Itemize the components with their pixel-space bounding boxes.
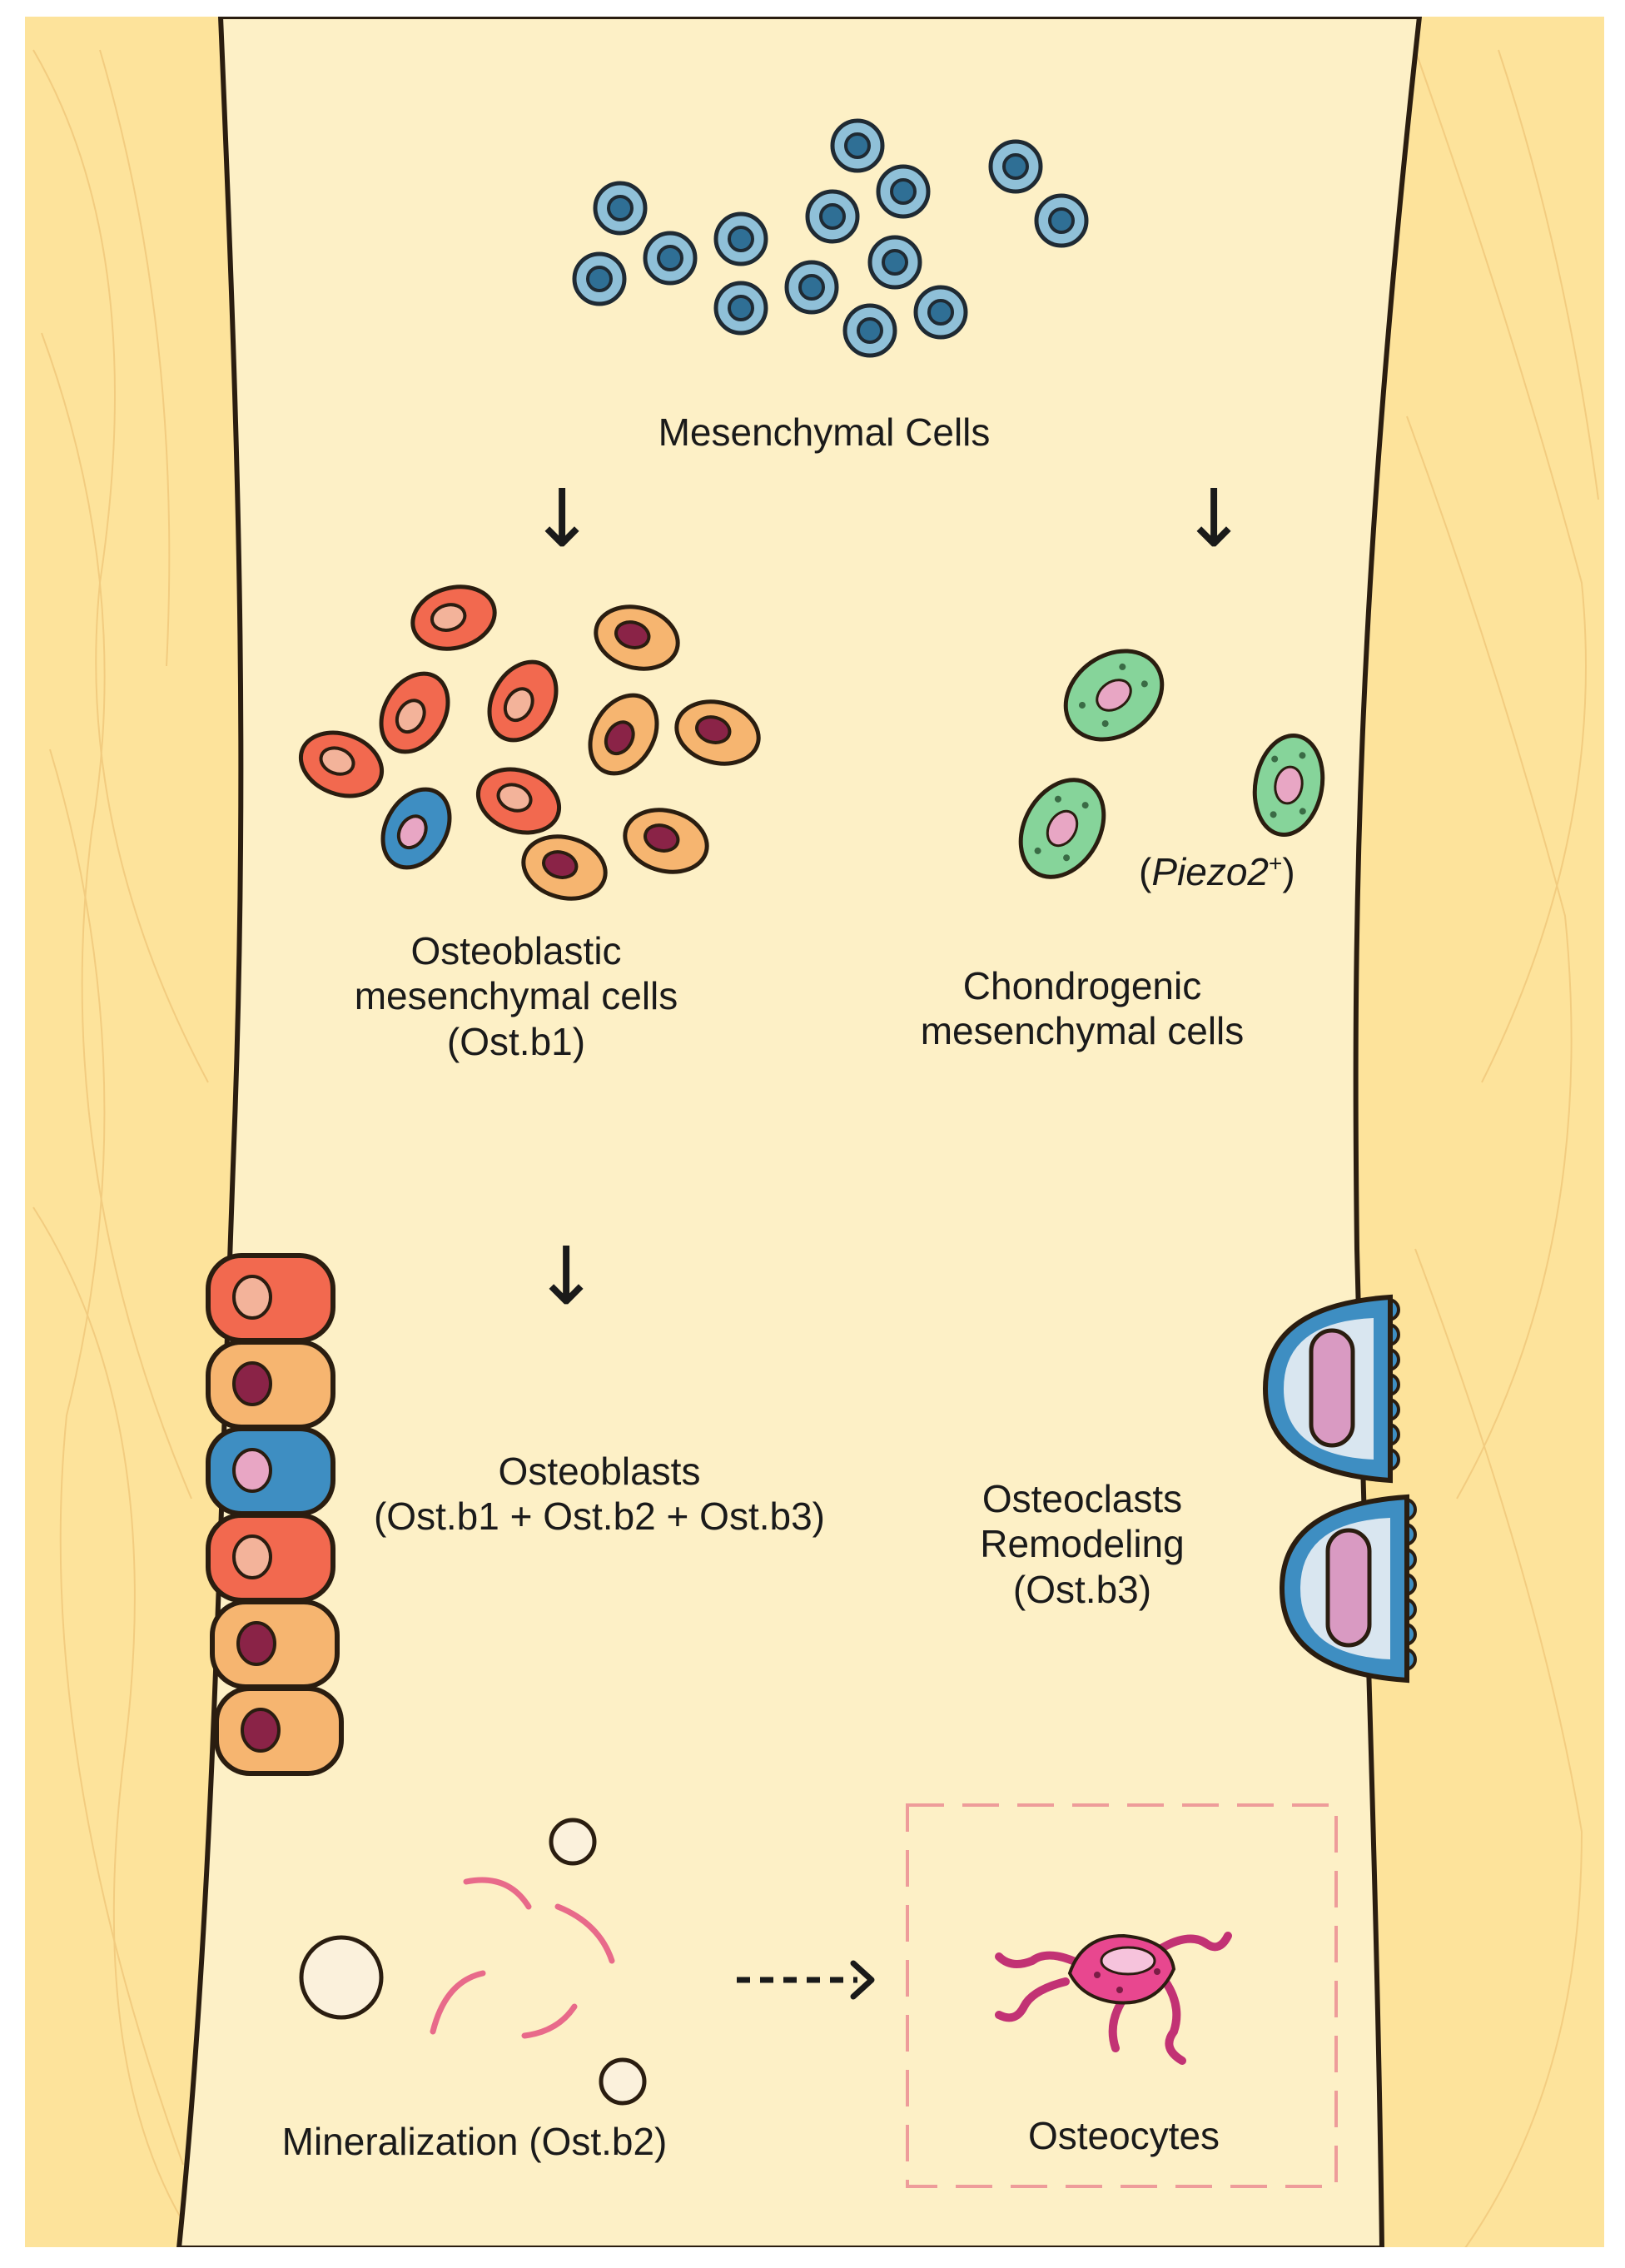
mesenchymal-cell bbox=[867, 235, 922, 290]
osteoblastic-cell bbox=[379, 671, 450, 754]
chondrogenic-cell bbox=[1063, 649, 1165, 742]
marrow-cavity bbox=[176, 14, 1423, 2251]
osteoblast-cell bbox=[214, 1686, 344, 1776]
mesenchymal-cell bbox=[593, 181, 648, 236]
label-osteocytes: Osteocytes bbox=[1027, 2114, 1220, 2157]
osteoblastic-cell bbox=[410, 584, 497, 651]
arrow-to-osteoblastic: ↓ bbox=[529, 472, 596, 565]
osteoblastic-cell bbox=[380, 787, 452, 870]
mineral-particle-top bbox=[549, 1818, 597, 1866]
mesenchymal-cell bbox=[830, 118, 885, 173]
label-mesenchymal-cells: Mesenchymal Cells bbox=[658, 410, 991, 454]
label-osteoblastic-line1: Osteoblastic bbox=[410, 929, 622, 972]
osteocyte-box bbox=[906, 1803, 1338, 2188]
osteoblastic-cell bbox=[521, 834, 608, 901]
label-osteoclasts: Osteoclasts Remodeling (Ost.b3) bbox=[916, 1476, 1249, 1612]
osteoblastic-cell bbox=[674, 699, 761, 766]
label-osteoblastic-line2: mesenchymal cells bbox=[354, 974, 678, 1018]
mineral-particle-large bbox=[299, 1935, 384, 2020]
osteoblastic-cells-cluster bbox=[298, 584, 761, 901]
label-chondrogenic-cells: Chondrogenic mesenchymal cells bbox=[874, 963, 1290, 1054]
osteoblast-column bbox=[206, 1253, 344, 1776]
mesenchymal-cell bbox=[572, 251, 627, 306]
piezo-name: Piezo2 bbox=[1151, 850, 1269, 893]
label-osteoclasts-line2: Remodeling bbox=[980, 1522, 1185, 1566]
osteoclast-cell bbox=[1262, 1294, 1400, 1484]
arrow-to-osteoblasts: ↓ bbox=[533, 1230, 600, 1323]
label-osteoblasts: Osteoblasts (Ost.b1 + Ost.b2 + Ost.b3) bbox=[329, 1449, 870, 1539]
bone-fibre-lines bbox=[32, 49, 1599, 2249]
label-osteoblasts-line1: Osteoblasts bbox=[498, 1450, 701, 1493]
piezo-open: ( bbox=[1139, 850, 1152, 893]
osteoclast-cell bbox=[1279, 1494, 1417, 1684]
label-piezo2: (Piezo2+) bbox=[1139, 849, 1295, 894]
label-osteoblastic-line3: (Ost.b1) bbox=[446, 1019, 586, 1063]
mesenchymal-cell bbox=[805, 189, 860, 244]
chondrogenic-cells-cluster bbox=[1018, 649, 1325, 879]
osteoblastic-cell bbox=[475, 767, 562, 835]
mesenchymal-cell bbox=[1034, 193, 1089, 248]
piezo-close: ) bbox=[1282, 850, 1295, 893]
label-osteoclasts-line1: Osteoclasts bbox=[981, 1477, 1183, 1520]
collagen-fibre bbox=[521, 2003, 578, 2039]
osteoblastic-cell bbox=[594, 604, 680, 671]
osteoblastic-cell bbox=[487, 659, 559, 743]
osteoblast-cell bbox=[210, 1599, 340, 1689]
mineralization-particles bbox=[299, 1818, 647, 2106]
mesenchymal-cell bbox=[713, 211, 768, 266]
label-mineralization: Mineralization (Ost.b2) bbox=[281, 2120, 668, 2163]
osteoblastic-cell bbox=[623, 808, 709, 874]
mineral-particle-bottom bbox=[599, 2057, 647, 2106]
osteocyte-cell bbox=[995, 1932, 1232, 2065]
mesenchymal-cell bbox=[643, 231, 698, 286]
mesenchymal-cell bbox=[876, 164, 931, 219]
osteoblast-cell bbox=[206, 1340, 335, 1430]
osteoblastic-cell bbox=[588, 693, 659, 776]
mesenchymal-cells-cluster bbox=[572, 118, 1089, 358]
label-osteoblastic-cells: Osteoblastic mesenchymal cells (Ost.b1) bbox=[308, 928, 724, 1064]
chondrogenic-cell bbox=[1018, 778, 1106, 879]
mesenchymal-cell bbox=[988, 139, 1043, 194]
chondrogenic-cell bbox=[1252, 734, 1325, 837]
mesenchymal-cell bbox=[842, 303, 897, 358]
label-osteoblasts-line2: (Ost.b1 + Ost.b2 + Ost.b3) bbox=[373, 1495, 825, 1539]
mesenchymal-cell bbox=[784, 260, 839, 315]
label-chondro-line1: Chondrogenic bbox=[962, 964, 1202, 1007]
osteoblast-cell bbox=[206, 1513, 335, 1603]
frame bbox=[4, 0, 1621, 2264]
arrow-to-chondrogenic: ↓ bbox=[1180, 472, 1248, 565]
collagen-fibre bbox=[430, 1970, 486, 2035]
osteoclast-group bbox=[1262, 1294, 1417, 1684]
mesenchymal-cell bbox=[913, 285, 968, 340]
label-chondro-line2: mesenchymal cells bbox=[920, 1009, 1245, 1053]
osteoblast-cell bbox=[206, 1426, 335, 1516]
osteoblastic-cell bbox=[298, 730, 385, 798]
piezo-sup: + bbox=[1268, 850, 1283, 877]
collagen-fibre bbox=[554, 1903, 615, 1964]
label-osteoclasts-line3: (Ost.b3) bbox=[1012, 1567, 1152, 1611]
dashed-arrow bbox=[737, 1960, 875, 2000]
osteoblast-cell bbox=[206, 1253, 335, 1343]
mesenchymal-cell bbox=[713, 281, 768, 336]
collagen-fibre bbox=[463, 1877, 532, 1910]
